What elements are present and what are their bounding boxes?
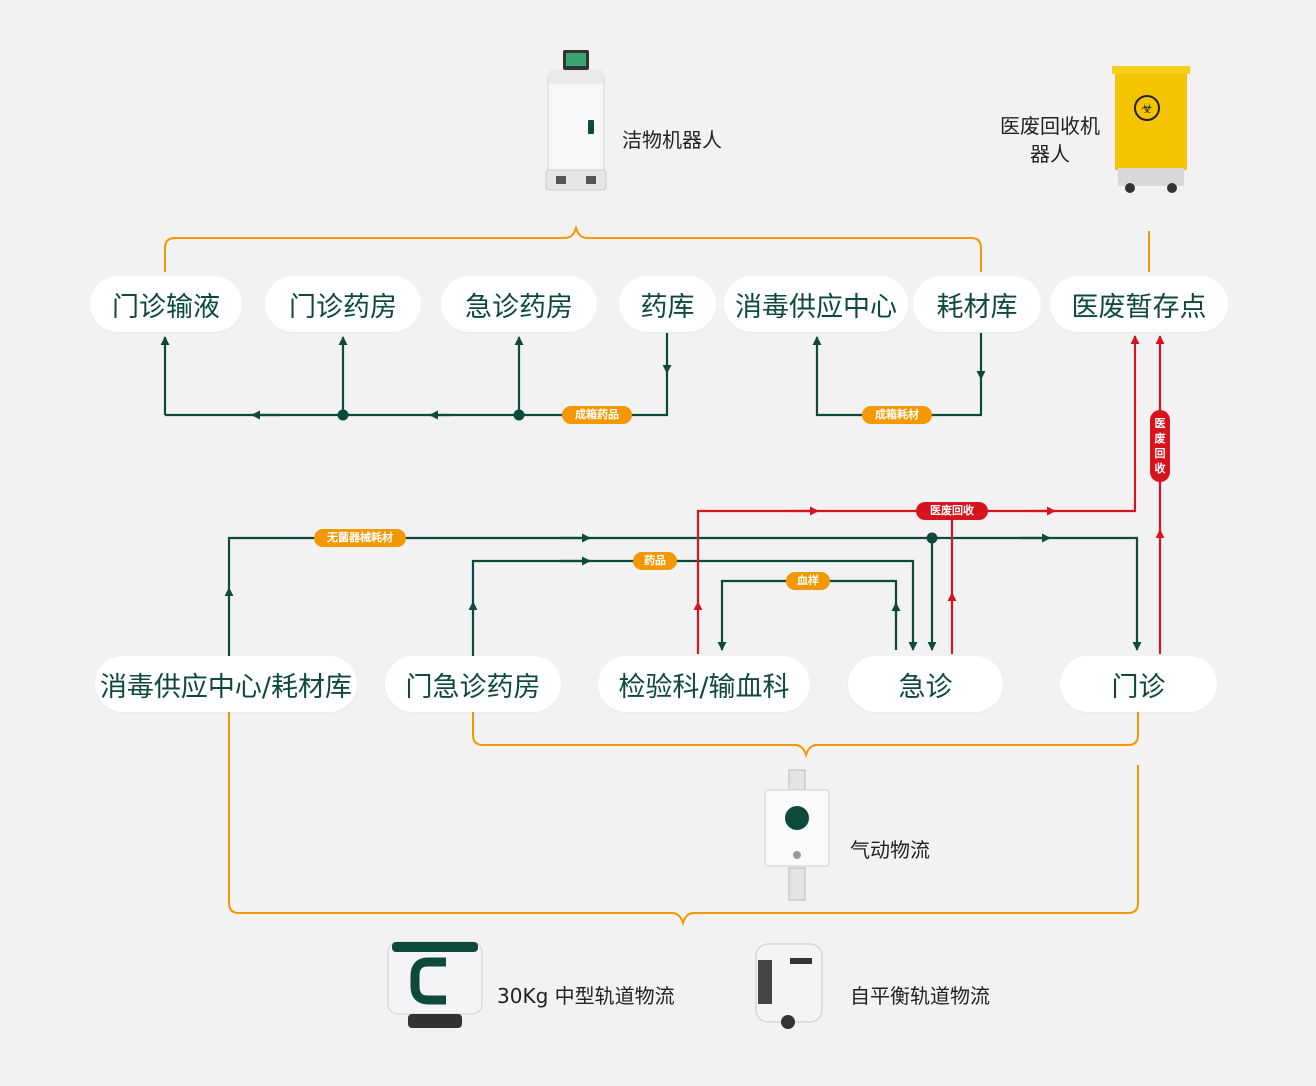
vertical-label-char-4: 收 — [1154, 462, 1166, 475]
junction-dot — [926, 532, 938, 544]
label-blood-sample: 血样 — [786, 572, 830, 590]
node-outpatient-pharmacy: 门诊药房 — [265, 276, 421, 332]
clean-robot-bracket — [164, 224, 982, 272]
node-drug-store: 药库 — [619, 276, 716, 332]
waste-recycle-lines — [693, 335, 1165, 654]
track-bracket — [228, 712, 1139, 927]
node-disinfection-consumables: 消毒供应中心/耗材库 — [95, 656, 357, 712]
pneumatic-bracket — [472, 712, 1139, 759]
pneumatic-image — [764, 769, 830, 901]
drugs-lines — [468, 556, 918, 658]
vertical-label-char-2: 废 — [1154, 432, 1166, 445]
label-waste-recycle-vertical: 医 废 回 收 — [1150, 410, 1170, 482]
node-outpatient-infusion: 门诊输液 — [90, 276, 242, 332]
waste-robot-image: ☣ — [1112, 66, 1190, 193]
node-outpatient: 门诊 — [1060, 656, 1217, 712]
consumables-loop-lines — [812, 333, 986, 417]
node-emergency: 急诊 — [848, 656, 1003, 712]
label-boxed-drugs: 成箱药品 — [562, 406, 632, 424]
caption-waste-robot: 医废回收机器人 — [1000, 114, 1100, 166]
label-drugs: 药品 — [633, 552, 677, 570]
junction-dot — [337, 409, 349, 421]
node-lab-blood: 检验科/输血科 — [598, 656, 810, 712]
clean-robot-image — [545, 50, 607, 191]
pharmacy-distribution-lines — [160, 333, 672, 420]
node-emergency-outpatient-pharmacy: 门急诊药房 — [385, 656, 561, 712]
caption-clean-robot: 洁物机器人 — [622, 128, 722, 152]
node-consumables-store: 耗材库 — [913, 276, 1041, 332]
caption-pneumatic: 气动物流 — [850, 838, 930, 862]
track-30kg-image — [387, 941, 483, 1028]
node-disinfection-center: 消毒供应中心 — [724, 276, 908, 332]
caption-track-30kg: 30Kg 中型轨道物流 — [497, 984, 675, 1008]
node-emergency-pharmacy: 急诊药房 — [441, 276, 597, 332]
blood-sample-lines — [717, 579, 901, 651]
label-boxed-consumables: 成箱耗材 — [862, 406, 932, 424]
label-sterile-consumables: 无菌器械耗材 — [314, 529, 406, 547]
sterile-consumables-lines — [224, 533, 1142, 658]
caption-self-balance: 自平衡轨道物流 — [850, 984, 990, 1008]
label-waste-recycle: 医废回收 — [916, 502, 988, 520]
svg-text:☣: ☣ — [1141, 101, 1154, 117]
vertical-label-char-1: 医 — [1154, 417, 1166, 430]
junction-dot — [513, 409, 525, 421]
node-medical-waste-point: 医废暂存点 — [1050, 276, 1228, 332]
self-balance-image — [755, 943, 823, 1029]
vertical-label-char-3: 回 — [1154, 447, 1166, 460]
